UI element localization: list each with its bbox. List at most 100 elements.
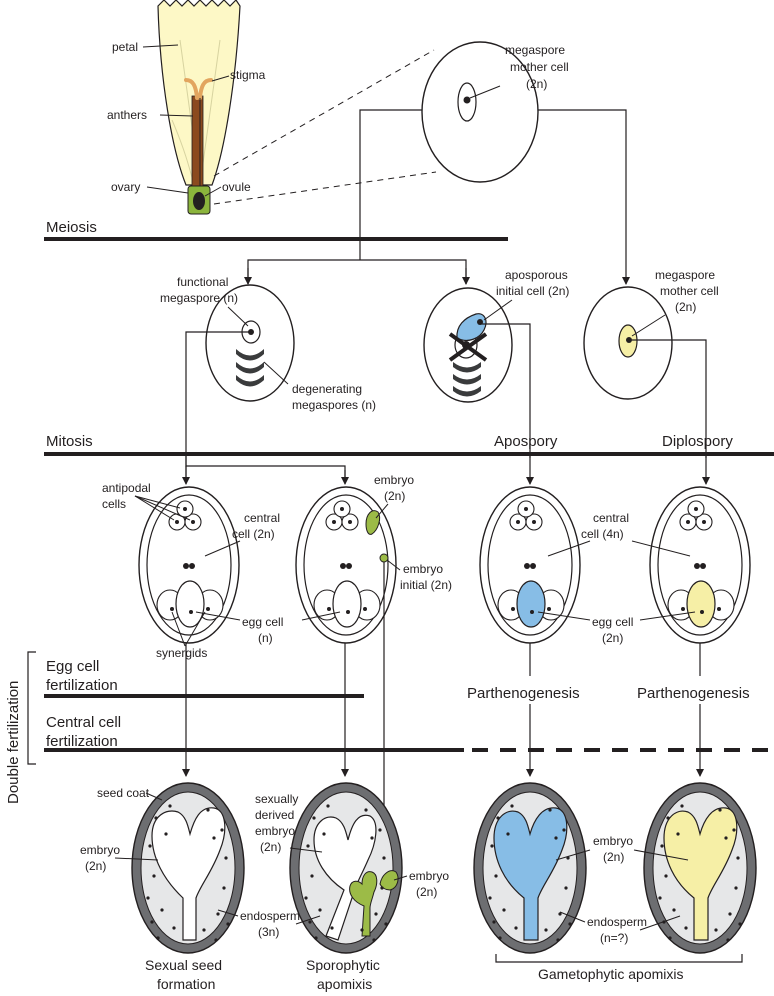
gametophytic-bracket <box>495 954 743 963</box>
endosperm-dot <box>554 836 558 840</box>
endosperm-dot <box>224 856 228 860</box>
ovule-diplosporous <box>583 286 673 400</box>
endosperm-dots <box>146 804 742 942</box>
label-egg-n-2: (n) <box>258 631 273 645</box>
endosperm-dot <box>202 928 206 932</box>
label-mmc2-1: megaspore <box>655 268 715 282</box>
label-embryo-seed3-1: embryo <box>593 834 633 848</box>
endosperm-dot <box>306 844 310 848</box>
endosperm-dot <box>314 936 318 940</box>
label-top-mmc-3: (2n) <box>526 77 547 91</box>
endosperm-dot <box>322 832 326 836</box>
seed-diplospory <box>643 782 757 954</box>
label-endosperm-q-1: endosperm <box>587 915 647 929</box>
endosperm-dot <box>164 832 168 836</box>
label-antipodal-2: cells <box>102 497 126 511</box>
endosperm-dot <box>222 886 226 890</box>
flower-illustration: petal stigma anthers ovary ovule <box>107 0 266 215</box>
label-aposporous-2: initial cell (2n) <box>496 284 569 298</box>
endosperm-dot <box>150 920 154 924</box>
label-embryo-seed1-1: embryo <box>80 843 120 857</box>
endosperm-dot <box>326 804 330 808</box>
endosperm-dot <box>684 926 688 930</box>
meiosis-bar <box>44 237 508 241</box>
endosperm-dot <box>148 844 152 848</box>
outcome-sporophytic-1: Sporophytic <box>306 957 380 973</box>
endosperm-dot <box>734 886 738 890</box>
label-endosperm-3n-1: endosperm <box>240 909 300 923</box>
endosperm-dot <box>558 912 562 916</box>
endosperm-dot <box>514 926 518 930</box>
label-embryo-top-1: embryo <box>374 473 414 487</box>
label-embryo-seed1-2: (2n) <box>85 859 106 873</box>
ovule-shape <box>193 192 205 210</box>
endosperm-dot <box>310 874 314 878</box>
endosperm-dot <box>680 804 684 808</box>
endosperm-dot <box>676 832 680 836</box>
endosperm-dot <box>212 836 216 840</box>
embryo-sac-sporophytic <box>295 486 397 644</box>
outcome-sporophytic-2: apomixis <box>317 976 372 992</box>
endosperm-dot <box>226 922 230 926</box>
label-egg-2n-1: egg cell <box>592 615 633 629</box>
endosperm-dot <box>726 938 730 942</box>
endosperm-dot <box>728 912 732 916</box>
endosperm-dot <box>154 816 158 820</box>
stage-central-fert-2: fertilization <box>46 733 118 750</box>
label-central-2n-1: central <box>244 511 280 525</box>
endosperm-dot <box>146 896 150 900</box>
label-degenerating-2: megaspores (n) <box>292 398 376 412</box>
endosperm-dot <box>330 926 334 930</box>
outcome-gametophytic: Gametophytic apomixis <box>538 966 684 982</box>
endosperm-dot <box>374 912 378 916</box>
label-stigma: stigma <box>230 68 266 82</box>
endosperm-dot <box>548 808 552 812</box>
label-egg-2n-2: (2n) <box>602 631 623 645</box>
endosperm-dot <box>384 922 388 926</box>
endosperm-dot <box>568 922 572 926</box>
label-sexual-derived-1: sexually <box>255 792 298 806</box>
endosperm-dot <box>160 908 164 912</box>
label-central-4n-2: cell (4n) <box>581 527 624 541</box>
endosperm-dot <box>738 922 742 926</box>
endosperm-dot <box>378 828 382 832</box>
endosperm-dot <box>556 938 560 942</box>
outcome-sexual-1: Sexual seed <box>145 957 222 973</box>
stage-mitosis: Mitosis <box>46 433 93 450</box>
embryo-sac-diplospory <box>649 486 751 644</box>
endosperm-dot <box>544 928 548 932</box>
stage-meiosis: Meiosis <box>46 219 97 236</box>
endosperm-dot <box>506 832 510 836</box>
endosperm-dot <box>492 920 496 924</box>
stage-central-fert-1: Central cell <box>46 714 121 731</box>
label-aposporous-1: aposporous <box>505 268 568 282</box>
mitosis-bar <box>44 452 774 456</box>
endosperm-dot <box>312 816 316 820</box>
endosperm-dot <box>308 920 312 924</box>
seed-sporophytic <box>289 782 403 954</box>
label-central-2n-2: cell (2n) <box>232 527 275 541</box>
label-functional-1: functional <box>177 275 228 289</box>
outcome-sexual-2: formation <box>157 976 215 992</box>
endosperm-dot <box>736 856 740 860</box>
endosperm-dot <box>488 896 492 900</box>
label-sexual-derived-4: (2n) <box>260 840 281 854</box>
label-endosperm-q-2: (n=?) <box>600 931 628 945</box>
label-mmc2-3: (2n) <box>675 300 696 314</box>
endosperm-dot <box>562 828 566 832</box>
endosperm-dot <box>718 808 722 812</box>
label-sexual-derived-3: embryo <box>255 824 295 838</box>
endosperm-dot <box>382 856 386 860</box>
endosperm-dot <box>172 926 176 930</box>
label-parthenogenesis-2: Parthenogenesis <box>637 685 750 702</box>
embryo-sac-sexual <box>138 486 240 644</box>
stage-apospory: Apospory <box>494 433 558 450</box>
endosperm-dot <box>660 844 664 848</box>
ovule-aposporous <box>423 287 513 403</box>
stage-egg-fert-2: fertilization <box>46 677 118 694</box>
label-egg-n-1: egg cell <box>242 615 283 629</box>
seed-sexual <box>131 782 245 954</box>
stage-double-fertilization: Double fertilization <box>5 681 22 804</box>
stage-egg-fert-1: Egg cell <box>46 658 99 675</box>
